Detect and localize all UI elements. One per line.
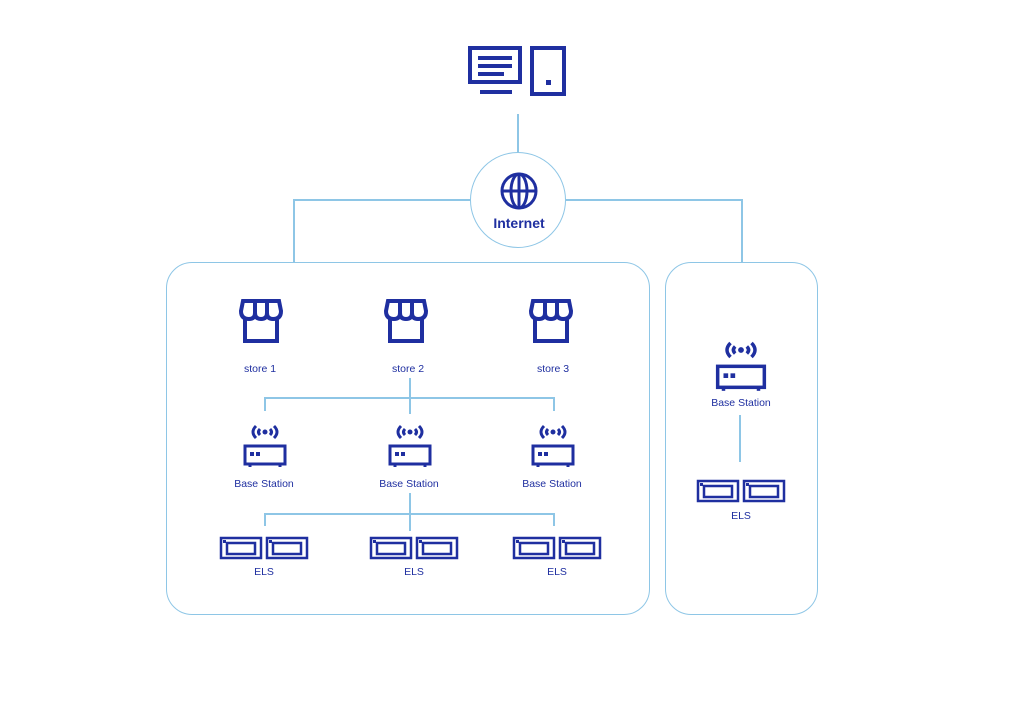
connector-left-vertical — [293, 199, 295, 263]
connector-base-stations-horizontal — [264, 397, 554, 399]
connector-right-base-station-to-els — [739, 415, 741, 462]
base-station-label: Base Station — [711, 397, 771, 409]
store-label: store 2 — [391, 363, 425, 375]
base-station-label: Base Station — [234, 478, 294, 490]
connector-devices-to-internet — [517, 114, 519, 152]
base-station-label: Base Station — [379, 478, 439, 490]
connector-els1-drop — [264, 513, 266, 526]
base-station-label: Base Station — [522, 478, 582, 490]
els-icon — [696, 479, 786, 503]
internet-hub: Internet — [470, 152, 566, 248]
remote-group-panel — [665, 262, 818, 615]
base-station-icon — [715, 341, 767, 391]
store-icon — [528, 299, 574, 343]
connector-base-station2-down — [409, 493, 411, 531]
connector-base-station1-drop — [264, 397, 266, 411]
els-icon — [369, 536, 459, 560]
base-station-icon — [531, 424, 575, 467]
base-station-icon — [243, 424, 287, 467]
els-label: ELS — [404, 566, 424, 578]
connector-els-horizontal — [264, 513, 554, 515]
connector-left-horizontal — [293, 199, 470, 201]
internet-label: Internet — [493, 215, 545, 231]
store-label: store 3 — [536, 363, 570, 375]
devices-icon — [468, 46, 566, 96]
store-icon — [383, 299, 429, 343]
store-label: store 1 — [243, 363, 277, 375]
els-label: ELS — [254, 566, 274, 578]
els-label: ELS — [731, 510, 751, 522]
connector-store2-down — [409, 378, 411, 414]
connector-right-vertical — [741, 199, 743, 263]
connector-els3-drop — [553, 513, 555, 526]
els-label: ELS — [547, 566, 567, 578]
connector-base-station3-drop — [553, 397, 555, 411]
connector-right-horizontal — [566, 199, 742, 201]
els-icon — [219, 536, 309, 560]
base-station-icon — [388, 424, 432, 467]
els-icon — [512, 536, 602, 560]
globe-icon — [500, 172, 538, 210]
store-icon — [238, 299, 284, 343]
stores-group-panel — [166, 262, 650, 615]
